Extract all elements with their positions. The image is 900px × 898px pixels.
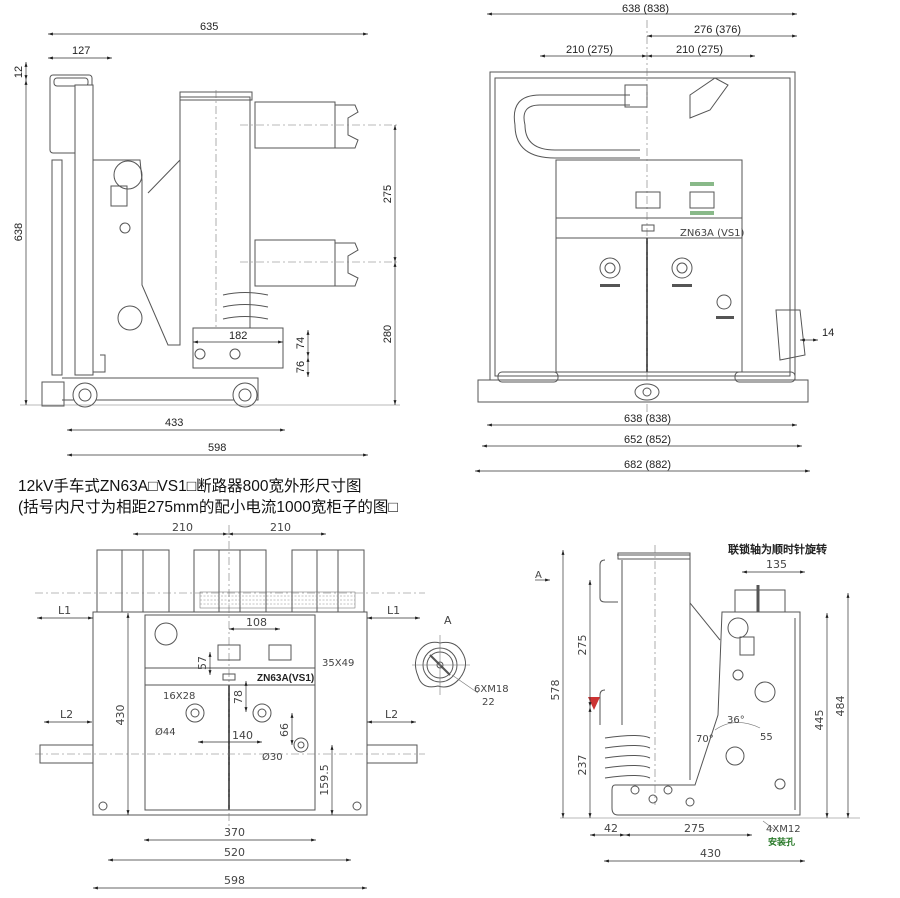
drawing-subtitle: (括号内尺寸为相距275mm的配小电流1000宽柜子的图□ [18, 499, 398, 516]
dimension-d598: 598 [208, 442, 226, 454]
dimension-bottom-width-2: 652 (852) [624, 434, 671, 446]
lifting-hook-icon [739, 636, 755, 656]
mounting-bracket [192, 327, 284, 369]
mount-holes-label: 4XM12 [766, 824, 801, 835]
dimension-d14: 14 [822, 327, 834, 339]
dimension-d275h: 275 [684, 822, 705, 835]
dimension-bottom-width-1: 638 (838) [624, 413, 671, 425]
annotation-dia30: Ø30 [262, 751, 283, 763]
dimension-d74: 74 [295, 337, 307, 349]
dimension-d445: 445 [813, 710, 826, 731]
detail-depth-label: 22 [482, 697, 495, 708]
dimension-annotations: 635 127 12 638 275 280 74 76 182 433 598 638 (838) 2… [13, 3, 850, 890]
detail-thread-label: 6XM18 [474, 684, 509, 695]
annotation-slot: 16X28 [163, 691, 195, 702]
dimension-d108: 108 [246, 616, 267, 629]
indicator-window [689, 191, 715, 209]
annotation-window: 35X49 [322, 658, 354, 669]
dimension-d140: 140 [232, 729, 253, 742]
detail-a [412, 635, 479, 695]
interlock-note: 联锁轴为顺时针旋转 [728, 542, 827, 556]
dimension-d430: 430 [114, 705, 127, 726]
annotation-a70: 70° [696, 734, 714, 745]
dimension-d578: 578 [549, 680, 562, 701]
dimension-d182: 182 [229, 330, 247, 342]
dimension-d66: 66 [278, 723, 291, 737]
manual-knob [716, 294, 732, 310]
dimension-d430: 430 [700, 847, 721, 860]
dimension-d76: 76 [295, 361, 307, 373]
dimension-d78: 78 [232, 690, 245, 704]
dimension-pitch-right: 210 [270, 521, 291, 534]
wheel [232, 382, 258, 408]
indicator-window [635, 191, 661, 209]
lower-insulator [254, 239, 336, 287]
operation-knob [599, 257, 621, 279]
dimension-d484: 484 [834, 696, 847, 717]
dimension-l1-right: L1 [387, 604, 400, 617]
dimension-d42: 42 [604, 822, 618, 835]
annotation-d55: 55 [760, 732, 773, 743]
dimension-half-width: 276 (376) [694, 24, 741, 36]
dimension-d159-5: 159.5 [318, 764, 331, 796]
dimension-d370: 370 [224, 826, 245, 839]
view-arrow-label: A [535, 570, 542, 581]
dimension-top-width: 638 (838) [622, 3, 669, 15]
wheel [72, 382, 98, 408]
mount-holes-caption: 安装孔 [768, 836, 795, 847]
front-view-model-label: ZN63A (VS1) [680, 228, 745, 239]
annotation-dia44: Ø44 [155, 726, 176, 738]
dimension-pitch-right: 210 (275) [676, 44, 723, 56]
dimension-d598: 598 [224, 874, 245, 887]
side-view [20, 74, 400, 408]
dimension-d12: 12 [13, 66, 25, 78]
dimension-pitch-left: 210 [172, 521, 193, 534]
dimension-d57: 57 [196, 656, 209, 670]
front-panel [555, 159, 743, 373]
dimension-bottom-width-3: 682 (882) [624, 459, 671, 471]
dimension-l2-right: L2 [385, 708, 398, 721]
dimension-l2-left: L2 [60, 708, 73, 721]
panel-view [35, 525, 479, 830]
annotation-a36: 36° [727, 715, 745, 726]
dimension-d237: 237 [576, 755, 589, 776]
dimension-d280: 280 [382, 325, 394, 343]
dimension-l1-left: L1 [58, 604, 71, 617]
dimension-d520: 520 [224, 846, 245, 859]
drawing-title: 12kV手车式ZN63A□VS1□断路器800宽外形尺寸图 [18, 478, 362, 495]
dimension-d638: 638 [13, 223, 25, 241]
lifting-hook-icon [110, 185, 128, 207]
dimension-d433: 433 [165, 417, 183, 429]
front-view [477, 20, 809, 420]
dimension-d275v: 275 [576, 635, 589, 656]
dimension-d275: 275 [382, 185, 394, 203]
dimension-d635: 635 [200, 21, 218, 33]
dimension-d127: 127 [72, 45, 90, 57]
dimension-pitch-left: 210 (275) [566, 44, 613, 56]
dimension-d135: 135 [766, 558, 787, 571]
panel-view-model-label: ZN63A(VS1) [257, 673, 314, 684]
section-view [560, 545, 860, 831]
interlock-shaft [725, 746, 745, 766]
detail-a-label: A [444, 614, 452, 627]
operation-knob [671, 257, 693, 279]
